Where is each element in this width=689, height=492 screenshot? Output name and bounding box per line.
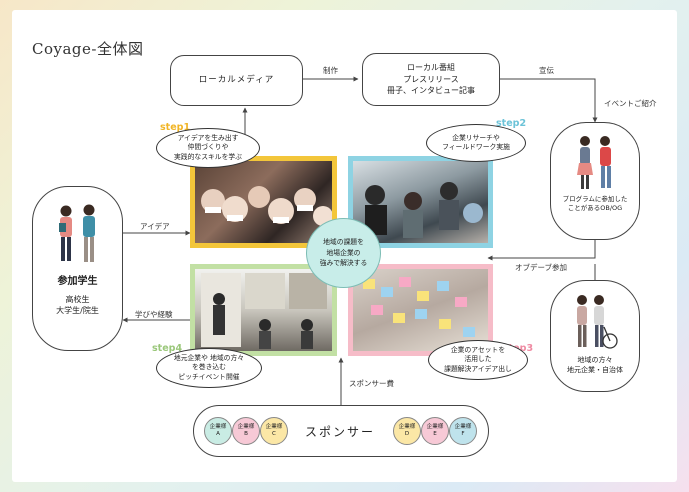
edge-label-event-intro: イベントご紹介 <box>604 99 657 108</box>
step4-photo-people <box>201 273 327 349</box>
step3-line-2: 活用した <box>464 355 492 364</box>
step4-photo <box>190 264 337 356</box>
participants-title: 参加学生 <box>57 276 98 287</box>
edge-label-production: 制作 <box>323 66 338 75</box>
step3-line-3: 課題解決アイデア出し <box>444 364 512 373</box>
step1-line-3: 実践的なスキルを学ぶ <box>174 152 242 161</box>
locals-box: 地域の方々 地元企業・自治体 <box>550 280 640 392</box>
locals-line-2: 地元企業・自治体 <box>567 366 623 375</box>
local-program-box: ローカル番組 プレスリリース 冊子、インタビュー記事 <box>362 53 500 106</box>
edge-label-promotion: 宣伝 <box>539 66 554 75</box>
center-goal-circle: 地域の課題を 地場企業の 強みで解決する <box>306 218 381 288</box>
alumni-line-1: プログラムに参加した <box>562 195 628 203</box>
edge-label-ondemand: オブデーブ参加 <box>515 263 568 272</box>
locals-illustration <box>577 295 618 349</box>
step4-label: step4 <box>152 343 183 354</box>
step2-photo-people <box>365 182 483 238</box>
step3-line-1: 企業のアセットを <box>450 346 506 355</box>
edge-label-sponsor-fee: スポンサー費 <box>349 379 394 388</box>
step4-line-1: 地元企業や 地域の方々 <box>173 354 245 363</box>
step1-line-1: アイデアを生み出す <box>177 134 239 143</box>
step2-label: step2 <box>496 118 527 129</box>
step4-line-3: ピッチイベント開催 <box>178 372 240 381</box>
local-program-line-3: 冊子、インタビュー記事 <box>387 86 475 96</box>
center-line-3: 強みで解決する <box>319 259 368 268</box>
edge-label-learning: 学びや経験 <box>135 310 173 319</box>
locals-line-1: 地域の方々 <box>577 356 613 364</box>
step1-photo-people <box>201 186 332 226</box>
step2-line-1: 企業リサーチや <box>452 133 500 142</box>
local-program-line-1: ローカル番組 <box>407 63 455 73</box>
step1-label: step1 <box>160 122 191 133</box>
local-program-line-2: プレスリリース <box>403 74 459 84</box>
step1-line-2: 仲間づくりや <box>187 143 229 152</box>
alumni-illustration <box>577 136 611 189</box>
step1-photo <box>190 156 337 248</box>
step4-bubble: 地元企業や 地域の方々 を巻き込む ピッチイベント開催 <box>156 348 262 388</box>
step2-line-2: フィールドワーク実施 <box>442 143 510 151</box>
students-illustration <box>58 204 95 262</box>
step4-line-2: を巻き込む <box>192 363 226 372</box>
step3-photo-notes <box>363 277 475 337</box>
local-media-label: ローカルメディア <box>198 75 275 86</box>
participants-sub-1: 高校生 <box>65 294 90 304</box>
step3-bubble: 企業のアセットを 活用した 課題解決アイデア出し <box>428 340 528 380</box>
alumni-line-2: ことがあるOB/OG <box>567 204 623 213</box>
participants-box: 参加学生 高校生 大学生/院生 <box>32 186 123 351</box>
center-line-2: 地場企業の <box>326 248 361 257</box>
edge-label-idea: アイデア <box>140 222 170 231</box>
alumni-box: プログラムに参加した ことがあるOB/OG <box>550 122 640 240</box>
center-line-1: 地域の課題を <box>323 237 364 246</box>
participants-sub-2: 大学生/院生 <box>56 306 99 316</box>
diagram-title: Coyage-全体図 <box>32 40 144 58</box>
step1-bubble: アイデアを生み出す 仲間づくりや 実践的なスキルを学ぶ <box>156 128 260 168</box>
sponsor-title: スポンサー <box>305 425 376 439</box>
step2-bubble: 企業リサーチや フィールドワーク実施 <box>426 124 526 162</box>
local-media-box: ローカルメディア <box>170 55 303 106</box>
